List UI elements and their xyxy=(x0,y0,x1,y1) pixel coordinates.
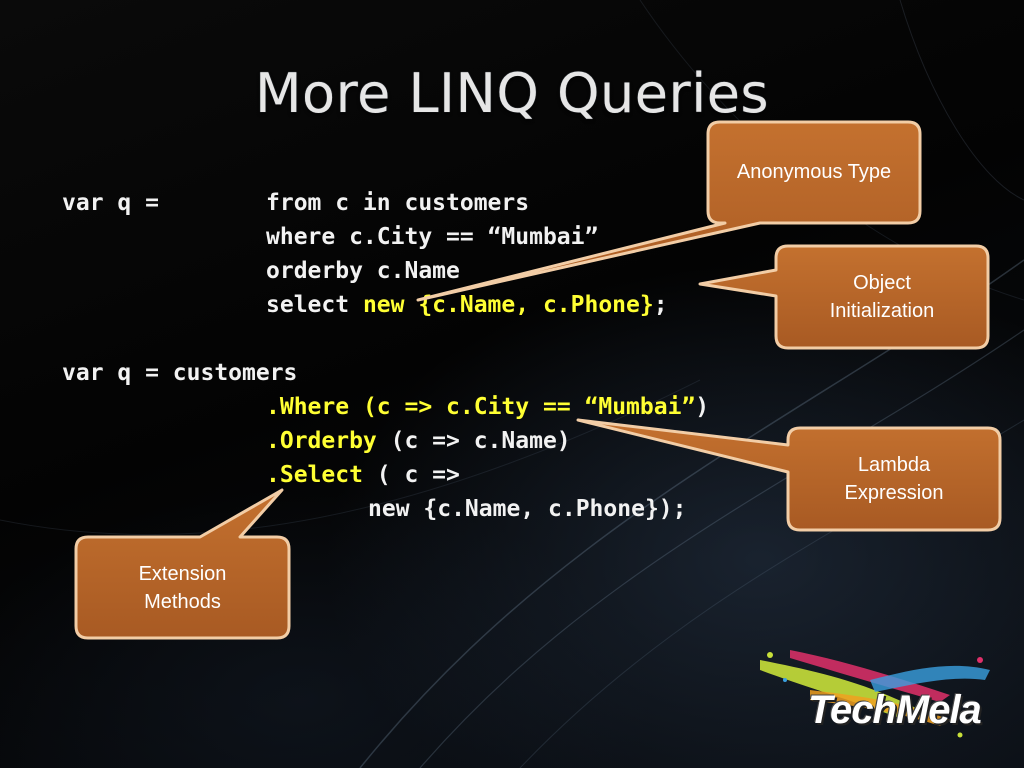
query-var-declaration: var q = xyxy=(62,190,159,216)
query-select-clause: select new {c.Name, c.Phone}; xyxy=(266,288,668,322)
query-from-clause: from c in customers xyxy=(266,190,530,216)
orderby-lambda: (c => c.Name) xyxy=(376,428,571,454)
callout-anonymous-type-text: Anonymous Type xyxy=(736,161,892,183)
select-method-name: .Select xyxy=(266,462,363,488)
callout-lambda-expression-shape xyxy=(576,418,1002,532)
callout-anonymous-type-shape xyxy=(416,120,922,302)
callout-extension-methods-shape xyxy=(74,488,291,640)
method-select-new-object: new {c.Name, c.Phone}); xyxy=(368,496,687,522)
slide-title: More LINQ Queries xyxy=(254,62,770,125)
logo-text: TechMela xyxy=(808,688,982,732)
where-lambda: (c => c.City == “Mumbai”) xyxy=(362,394,710,420)
select-lambda-start: ( c => xyxy=(362,462,460,488)
callout-object-initialization-shape xyxy=(698,244,990,350)
where-method-name: .Where xyxy=(266,394,350,420)
query-orderby-clause: orderby c.Name xyxy=(266,258,460,284)
method-orderby-call: .Orderby (c => c.Name) xyxy=(266,424,571,458)
method-select-call: .Select ( c => xyxy=(266,458,460,492)
method-var-declaration: var q = customers xyxy=(62,360,298,386)
statement-terminator: ; xyxy=(653,292,668,318)
anonymous-type-expression: new {c.Name, c.Phone} xyxy=(362,292,654,318)
orderby-method-name: .Orderby xyxy=(266,428,377,454)
paint-splash-graphic xyxy=(760,650,990,738)
method-where-call: .Where (c => c.City == “Mumbai”) xyxy=(266,390,709,424)
query-where-clause: where c.City == “Mumbai” xyxy=(266,224,599,250)
techmela-logo: TechMela xyxy=(750,640,1010,760)
select-keyword: select xyxy=(266,292,363,318)
